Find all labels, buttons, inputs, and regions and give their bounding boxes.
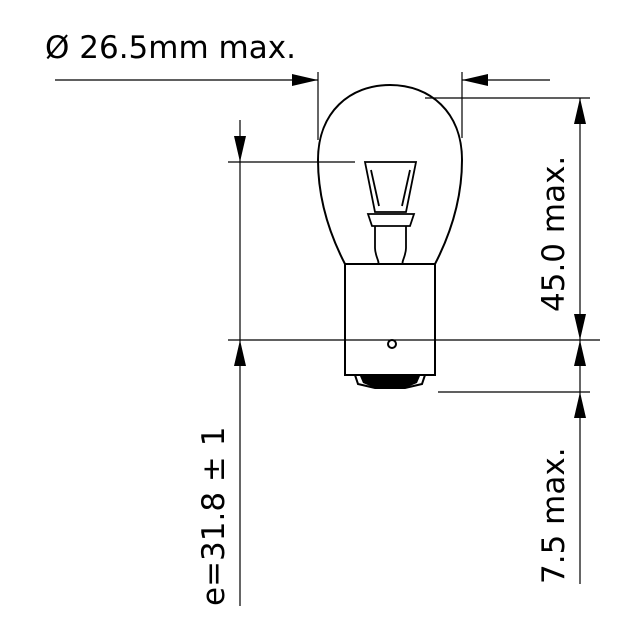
base-label: 7.5 max. [536, 447, 572, 584]
glass-envelope [316, 83, 464, 265]
height-arrow-top [574, 98, 586, 124]
height-label: 45.0 max. [536, 156, 572, 312]
height-arrow-bottom [574, 314, 586, 340]
diameter-arrow-left [292, 74, 318, 86]
filament-assembly [363, 161, 418, 265]
metal-base [344, 263, 436, 376]
bayonet-pin [387, 339, 397, 349]
solder-contact [360, 376, 420, 388]
diameter-label: Ø 26.5mm max. [45, 30, 296, 66]
focal-label: e=31.8 ± 1 [196, 427, 232, 606]
bulb-outline [316, 83, 464, 389]
base-arrow-top [574, 340, 586, 366]
base-arrow-bottom [574, 392, 586, 418]
diameter-arrow-right [462, 74, 488, 86]
focal-arrow-bottom [234, 340, 246, 366]
focal-arrow-top [234, 136, 246, 162]
